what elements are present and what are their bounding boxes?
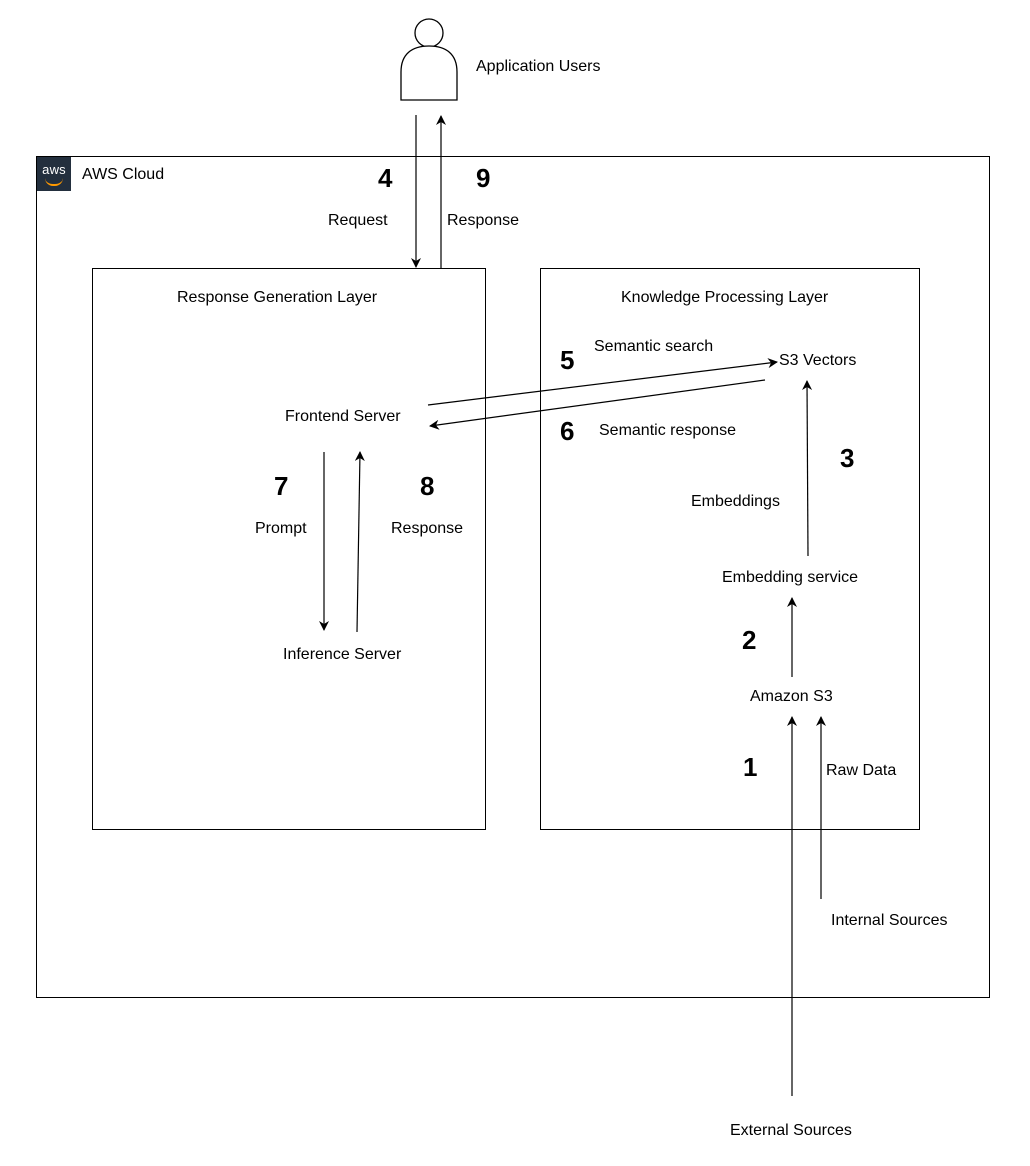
response-generation-layer-title: Response Generation Layer: [177, 289, 378, 306]
response-generation-layer: [92, 268, 486, 830]
aws-logo-text: aws: [42, 162, 66, 177]
step-1-number: 1: [743, 752, 758, 782]
step-9-label: Response: [447, 212, 520, 229]
frontend-server: Frontend Server: [285, 408, 401, 425]
step-4-label: Request: [328, 212, 388, 229]
step-5-label: Semantic search: [594, 338, 714, 355]
step-3-label: Embeddings: [691, 493, 780, 510]
step-7-number: 7: [274, 471, 289, 501]
knowledge-processing-layer-title: Knowledge Processing Layer: [621, 289, 829, 306]
internal-sources: Internal Sources: [831, 912, 948, 929]
step-9-number: 9: [476, 163, 491, 193]
aws-logo-icon: aws: [37, 157, 71, 191]
arrow-semantic-search: [427, 358, 778, 406]
step-7-label: Prompt: [255, 520, 307, 537]
inference-server: Inference Server: [283, 646, 402, 663]
step-6-label: Semantic response: [599, 422, 736, 439]
amazon-s3: Amazon S3: [750, 688, 833, 705]
user-icon: [400, 18, 458, 101]
external-sources: External Sources: [730, 1122, 852, 1139]
application-users-label: Application Users: [476, 58, 601, 75]
knowledge-processing-layer: [540, 268, 920, 830]
aws-smile-icon: [45, 178, 63, 186]
arrow-response-to-frontend: [354, 451, 365, 633]
step-8-number: 8: [420, 471, 435, 501]
aws-cloud-label: AWS Cloud: [82, 166, 165, 183]
s3-vectors: S3 Vectors: [779, 352, 857, 369]
arrow-embeddings: [802, 380, 813, 557]
step-8-label: Response: [391, 520, 464, 537]
aws-cloud-container: [36, 156, 990, 998]
step-6-number: 6: [560, 416, 575, 446]
step-1-label: Raw Data: [826, 762, 897, 779]
step-3-number: 3: [840, 443, 855, 473]
step-5-number: 5: [560, 345, 575, 375]
embedding-service: Embedding service: [722, 569, 859, 586]
step-4-number: 4: [378, 163, 393, 193]
step-2-number: 2: [742, 625, 757, 655]
